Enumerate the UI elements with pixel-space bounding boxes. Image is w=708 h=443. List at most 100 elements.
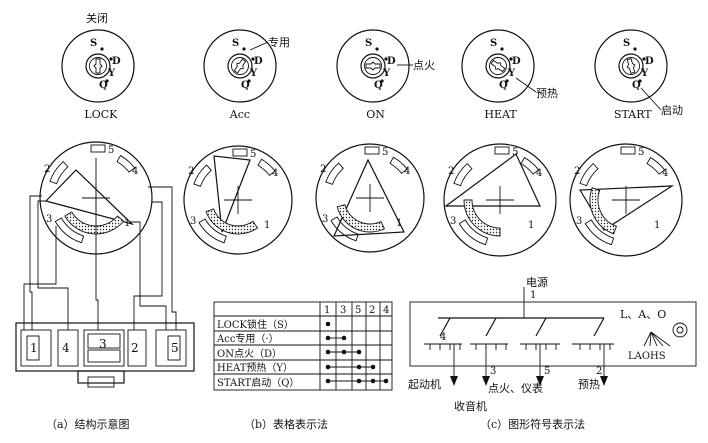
caption-b: （b）表格表示法 xyxy=(244,417,328,431)
terminal-label: 4 xyxy=(536,168,542,179)
table-row-label: START启动（Q） xyxy=(217,376,299,389)
wiring-harness xyxy=(23,158,177,330)
rotor-disc: 5 4 2 3 1 xyxy=(39,141,153,255)
connector-pin-label: 1 xyxy=(30,341,38,355)
position-letter: Y xyxy=(107,68,116,79)
terminal-label: 5 xyxy=(250,149,256,160)
terminal-label: 3 xyxy=(322,214,328,225)
key-face-on: S DYQ ON 点火 xyxy=(336,29,435,121)
table-row-label: LOCK锁住（S） xyxy=(217,318,294,331)
position-letters: LAOHS xyxy=(628,351,666,362)
position-letter: D xyxy=(112,56,121,67)
key-face-heat: S DYQ HEAT 预热 xyxy=(461,29,558,121)
table-row-label: ON点火（D） xyxy=(217,348,282,360)
position-letter: Q xyxy=(499,80,508,91)
connector-pin-label: 3 xyxy=(99,337,107,351)
position-letter: Y xyxy=(507,68,516,79)
position-letter: S xyxy=(623,38,630,49)
terminal-label: 3 xyxy=(576,216,582,227)
terminal-label: 5 xyxy=(108,145,114,156)
key-tag-label: 启动 xyxy=(661,104,683,117)
position-letter: S xyxy=(90,38,97,49)
connector-block: 1 4 3 2 5 xyxy=(15,322,195,388)
connector-pin-label: 2 xyxy=(131,341,139,355)
key-tag-label: 预热 xyxy=(536,87,558,100)
terminal-label: 5 xyxy=(638,147,644,158)
position-letter: D xyxy=(254,56,263,67)
table-row-label: HEAT预热（Y） xyxy=(217,361,293,374)
terminal-label: 5 xyxy=(382,147,388,158)
output-number: 3 xyxy=(490,366,496,377)
terminal-label: 1 xyxy=(654,220,660,231)
terminal-label: 5 xyxy=(512,147,518,158)
state-table: 1 3 5 2 4 LOCK锁住（S） Acc专用（·） ON点火（D） HEA… xyxy=(213,301,393,391)
position-letter: Y xyxy=(382,68,391,79)
table-header: 2 xyxy=(369,305,375,316)
terminal-label: 2 xyxy=(44,164,50,175)
connector-pin-label: 4 xyxy=(62,341,70,355)
table-header: 5 xyxy=(355,305,361,316)
mode-letters: L、A、O xyxy=(620,308,666,321)
terminal-label: 4 xyxy=(272,168,278,179)
caption-c: （c）图形符号表示法 xyxy=(480,417,585,431)
position-letter: Q xyxy=(632,80,641,91)
rotor-disc: 5 4 2 3 1 xyxy=(443,143,557,257)
terminal-label: 4 xyxy=(404,166,410,177)
output-label-starter: 起动机 xyxy=(408,377,441,391)
terminal-label: 4 xyxy=(662,168,668,179)
output-number: 5 xyxy=(544,366,550,377)
connector-pin-label: 5 xyxy=(171,341,179,355)
key-mode-label: ON xyxy=(366,108,385,121)
output-label-radio: 收音机 xyxy=(454,399,487,413)
terminal-label: 3 xyxy=(46,214,52,225)
key-face-acc: S DYQ Acc 专用 xyxy=(203,29,290,121)
position-letter: S xyxy=(232,38,239,49)
position-letter: D xyxy=(387,56,396,67)
terminal-label: 3 xyxy=(190,216,196,227)
graphic-symbol: 电源 1 4 3 5 2 起动机 点火、仪表 预热 收音机 xyxy=(408,275,697,413)
key-mode-label: HEAT xyxy=(484,108,517,121)
key-tag-label: 关闭 xyxy=(86,11,108,25)
key-mode-label: Acc xyxy=(229,108,250,121)
terminal-label: 2 xyxy=(320,164,326,175)
power-label: 电源 xyxy=(526,275,548,289)
key-face-start: S DYQ START 启动 xyxy=(594,29,683,121)
power-number: 1 xyxy=(530,290,536,301)
output-number: 4 xyxy=(440,332,446,343)
output-label-ignition: 点火、仪表 xyxy=(488,381,543,395)
terminal-label: 2 xyxy=(574,166,580,177)
key-mode-label: LOCK xyxy=(84,108,118,121)
table-header: 1 xyxy=(324,305,330,316)
position-letter: Y xyxy=(249,68,258,79)
position-letter: S xyxy=(365,38,372,49)
terminal-label: 1 xyxy=(528,220,534,231)
output-number: 2 xyxy=(596,366,602,377)
position-letter: Y xyxy=(640,68,649,79)
terminal-label: 1 xyxy=(124,218,130,229)
position-letter: Q xyxy=(241,80,250,91)
terminal-label: 3 xyxy=(450,216,456,227)
position-letter: Q xyxy=(374,80,383,91)
terminal-label: 2 xyxy=(188,166,194,177)
terminal-label: 1 xyxy=(264,220,270,231)
position-letter: S xyxy=(490,38,497,49)
output-label-preheat: 预热 xyxy=(578,378,600,391)
position-letter: D xyxy=(645,56,654,67)
key-tag-label: 点火 xyxy=(413,59,435,72)
table-header: 3 xyxy=(340,305,346,316)
terminal-label: 2 xyxy=(448,166,454,177)
position-letter: D xyxy=(512,56,521,67)
table-row-label: Acc专用（·） xyxy=(216,332,279,345)
key-mode-label: START xyxy=(614,108,652,121)
key-tag-label: 专用 xyxy=(268,35,290,49)
rotor-disc: 5 4 2 3 1 xyxy=(183,145,293,255)
table-header: 4 xyxy=(383,305,389,316)
caption-a: （a）结构示意图 xyxy=(46,417,130,431)
rotor-disc: 5 4 2 3 1 xyxy=(569,143,683,257)
terminal-label: 4 xyxy=(132,166,138,177)
